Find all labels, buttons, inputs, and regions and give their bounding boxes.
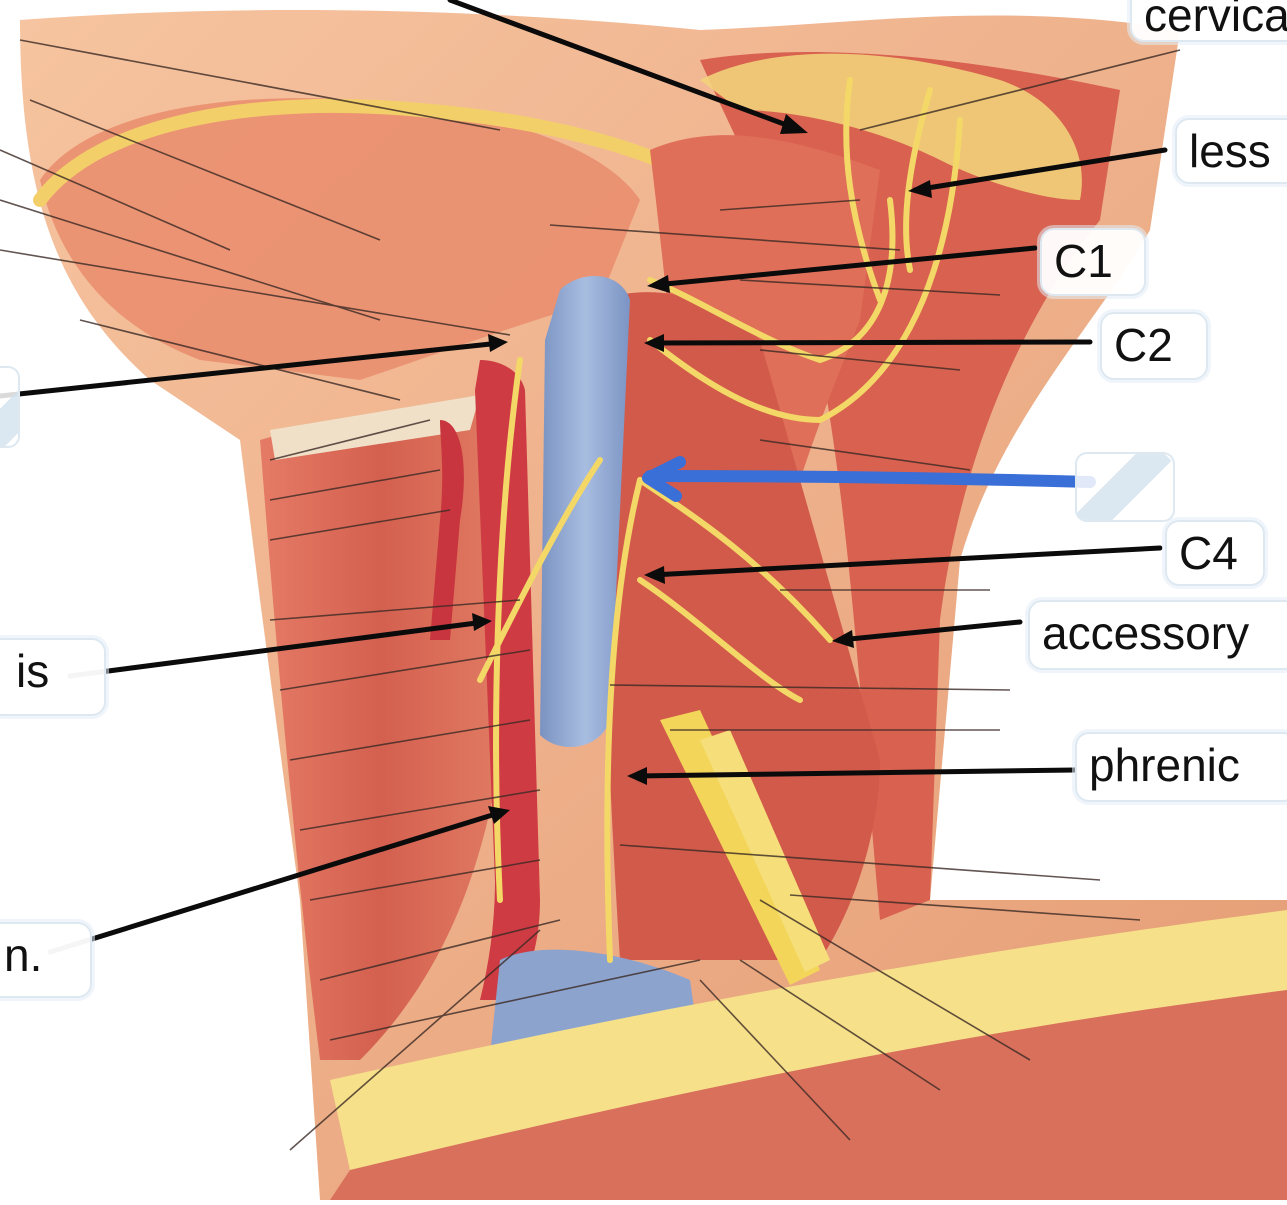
label-c1[interactable]: C1: [1040, 228, 1146, 296]
brachial-plexus-2: [700, 730, 830, 972]
clavicle-band: [330, 910, 1287, 1170]
mandible-region: [40, 98, 640, 381]
label-lesser-text: less: [1189, 125, 1271, 177]
label-phrenic-text: phrenic: [1089, 739, 1240, 791]
label-cervical-text: cervica: [1144, 0, 1287, 41]
label-phrenic[interactable]: phrenic: [1075, 732, 1287, 802]
arrow-heads: [472, 114, 932, 824]
mandible-fat-border: [33, 98, 687, 207]
external-carotid-branch: [430, 420, 464, 640]
label-c4[interactable]: C4: [1165, 520, 1265, 586]
pointer-arrows: [0, 0, 1168, 955]
label-left-top[interactable]: [0, 366, 20, 448]
label-accessory[interactable]: accessory: [1028, 600, 1287, 670]
leader-lines: [0, 39, 1181, 1151]
blank-label-box[interactable]: [1075, 452, 1175, 522]
blue-marker-arrow: [642, 456, 1096, 502]
label-c2-text: C2: [1114, 319, 1173, 371]
label-left-low[interactable]: n.: [0, 922, 92, 998]
common-carotid-artery: [475, 360, 540, 1000]
mastoid-fat: [700, 53, 1082, 201]
label-left-mid-text: is: [16, 645, 50, 697]
label-left-mid[interactable]: is: [0, 638, 106, 716]
label-c1-text: C1: [1054, 235, 1113, 287]
label-cervical[interactable]: cervica: [1130, 0, 1287, 42]
internal-jugular-vein: [540, 276, 630, 747]
scalene-muscles: [600, 292, 880, 960]
label-c2[interactable]: C2: [1100, 312, 1208, 380]
label-accessory-text: accessory: [1042, 607, 1250, 659]
infrahyoid-muscle: [270, 395, 480, 460]
label-left-low-text: n.: [4, 929, 43, 981]
label-c4-text: C4: [1179, 527, 1238, 579]
label-lesser[interactable]: less: [1175, 118, 1287, 184]
